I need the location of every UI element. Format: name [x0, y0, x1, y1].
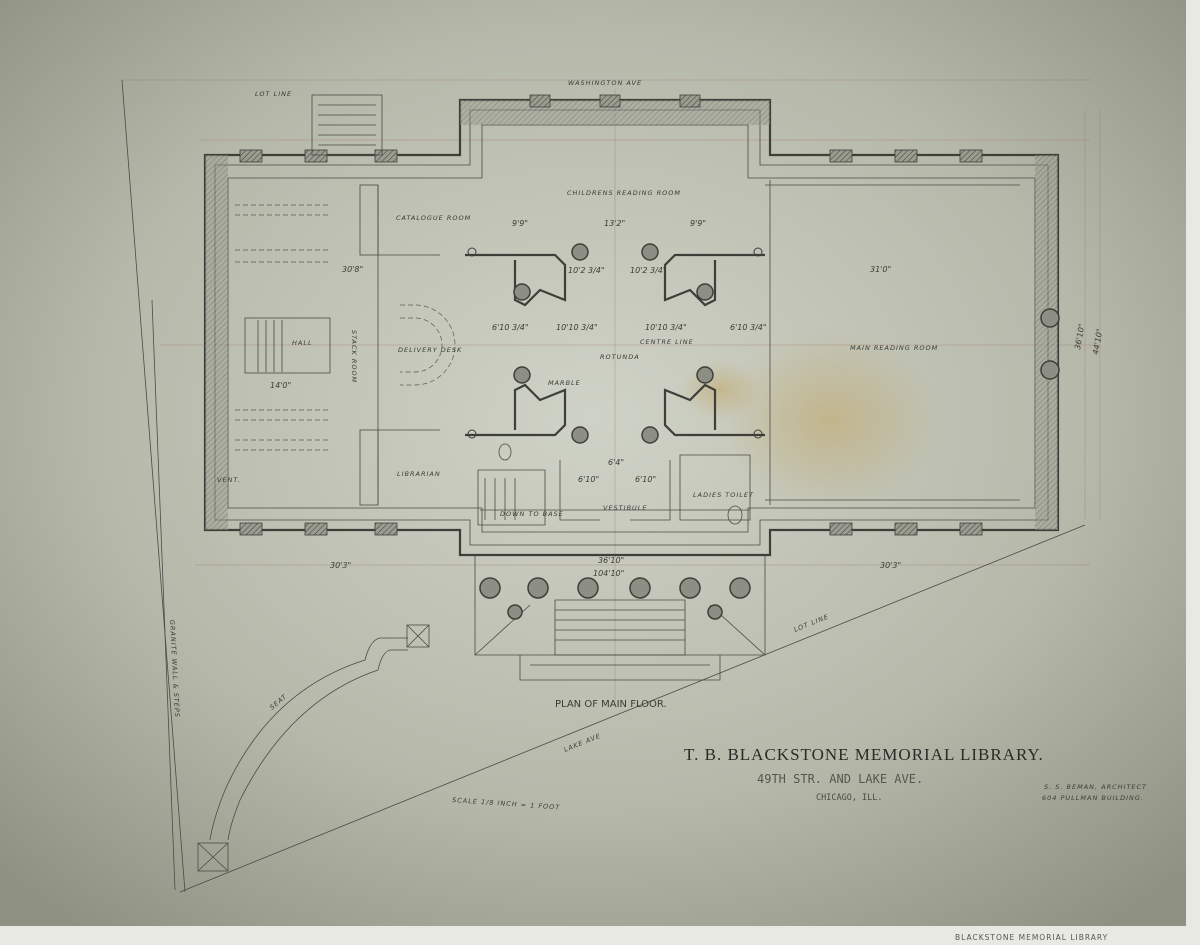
room-ladies-toilet: LADIES TOILET: [693, 491, 754, 499]
right-wing-windows: [1040, 308, 1060, 380]
drawing-address: 49TH STR. AND LAKE AVE.: [757, 772, 923, 786]
dim-portico: 36'10": [598, 556, 624, 565]
room-rotunda: ROTUNDA: [600, 353, 640, 361]
water-stain: [720, 330, 940, 510]
dim-side-right: 6'10 3/4": [730, 323, 767, 332]
dim-wing-right: 30'3": [880, 561, 901, 570]
plan-title: PLAN OF MAIN FLOOR.: [555, 699, 667, 710]
dim-overall: 104'10": [593, 569, 624, 578]
room-hall: HALL: [292, 339, 313, 347]
dim-vest-centre: 6'4": [608, 458, 624, 467]
left-wing-shelving: [235, 184, 456, 506]
marble-label: MARBLE: [548, 379, 581, 387]
centre-line-label: CENTRE LINE: [640, 338, 694, 346]
facade-bays: [239, 94, 983, 536]
dim-stack-width: 30'8": [342, 265, 363, 274]
portico: [474, 555, 766, 681]
drawing-city: CHICAGO, ILL.: [816, 793, 883, 803]
dim-vest-left: 6'10": [578, 475, 599, 484]
dim-vest-right: 6'10": [635, 475, 656, 484]
rear-steps-treads: [318, 104, 376, 146]
dim-bay-right: 9'9": [690, 219, 706, 228]
street-label-top: WASHINGTON AVE: [568, 79, 642, 87]
dim-side-left: 6'10 3/4": [492, 323, 529, 332]
grid-lines: [160, 90, 1101, 700]
paper: [0, 0, 1186, 926]
dim-depth: 36'10": [1073, 323, 1086, 350]
room-stack: STACK ROOM: [350, 330, 358, 383]
drawing-title: T. B. BLACKSTONE MEMORIAL LIBRARY.: [684, 745, 1044, 764]
dim-rotunda-left: 10'10 3/4": [556, 323, 598, 332]
vent-label: VENT.: [217, 476, 241, 484]
water-stain: [680, 360, 760, 420]
curved-seat-wall: [197, 624, 430, 872]
dim-pier-left: 10'2 3/4": [568, 266, 605, 275]
lot-line-left: [121, 79, 186, 893]
room-main-reading: MAIN READING ROOM: [850, 344, 938, 352]
dim-wing-left: 30'3": [330, 561, 351, 570]
architect-address: 604 PULLMAN BUILDING.: [1042, 794, 1144, 802]
dim-bay-left: 9'9": [512, 219, 528, 228]
stair-down-label: DOWN TO BASE: [500, 510, 564, 518]
lot-line-label: LOT LINE: [255, 90, 292, 98]
lot-line-lake-ave: [179, 524, 1086, 893]
room-catalogue: CATALOGUE ROOM: [396, 214, 471, 222]
rotunda-piers: [465, 243, 765, 444]
architect-name: S. S. BEMAN, ARCHITECT: [1044, 783, 1147, 791]
dim-rotunda-right: 10'10 3/4": [645, 323, 687, 332]
dim-pier-right: 10'2 3/4": [630, 266, 667, 275]
granite-wall-line: [151, 299, 176, 891]
room-librarian: LIBRARIAN: [397, 470, 441, 478]
dim-hall-width: 14'0": [270, 381, 291, 390]
dim-depth-overall: 44'10": [1091, 328, 1104, 355]
vestibule-walls: [477, 443, 751, 526]
dim-centre: 13'2": [604, 219, 625, 228]
room-delivery-desk: DELIVERY DESK: [398, 346, 462, 354]
sheet-caption: BLACKSTONE MEMORIAL LIBRARY: [955, 933, 1108, 942]
dim-main-width: 31'0": [870, 265, 891, 274]
room-vestibule: VESTIBULE: [603, 504, 648, 512]
rear-steps: [311, 94, 383, 156]
room-childrens-reading: CHILDRENS READING ROOM: [567, 189, 681, 197]
